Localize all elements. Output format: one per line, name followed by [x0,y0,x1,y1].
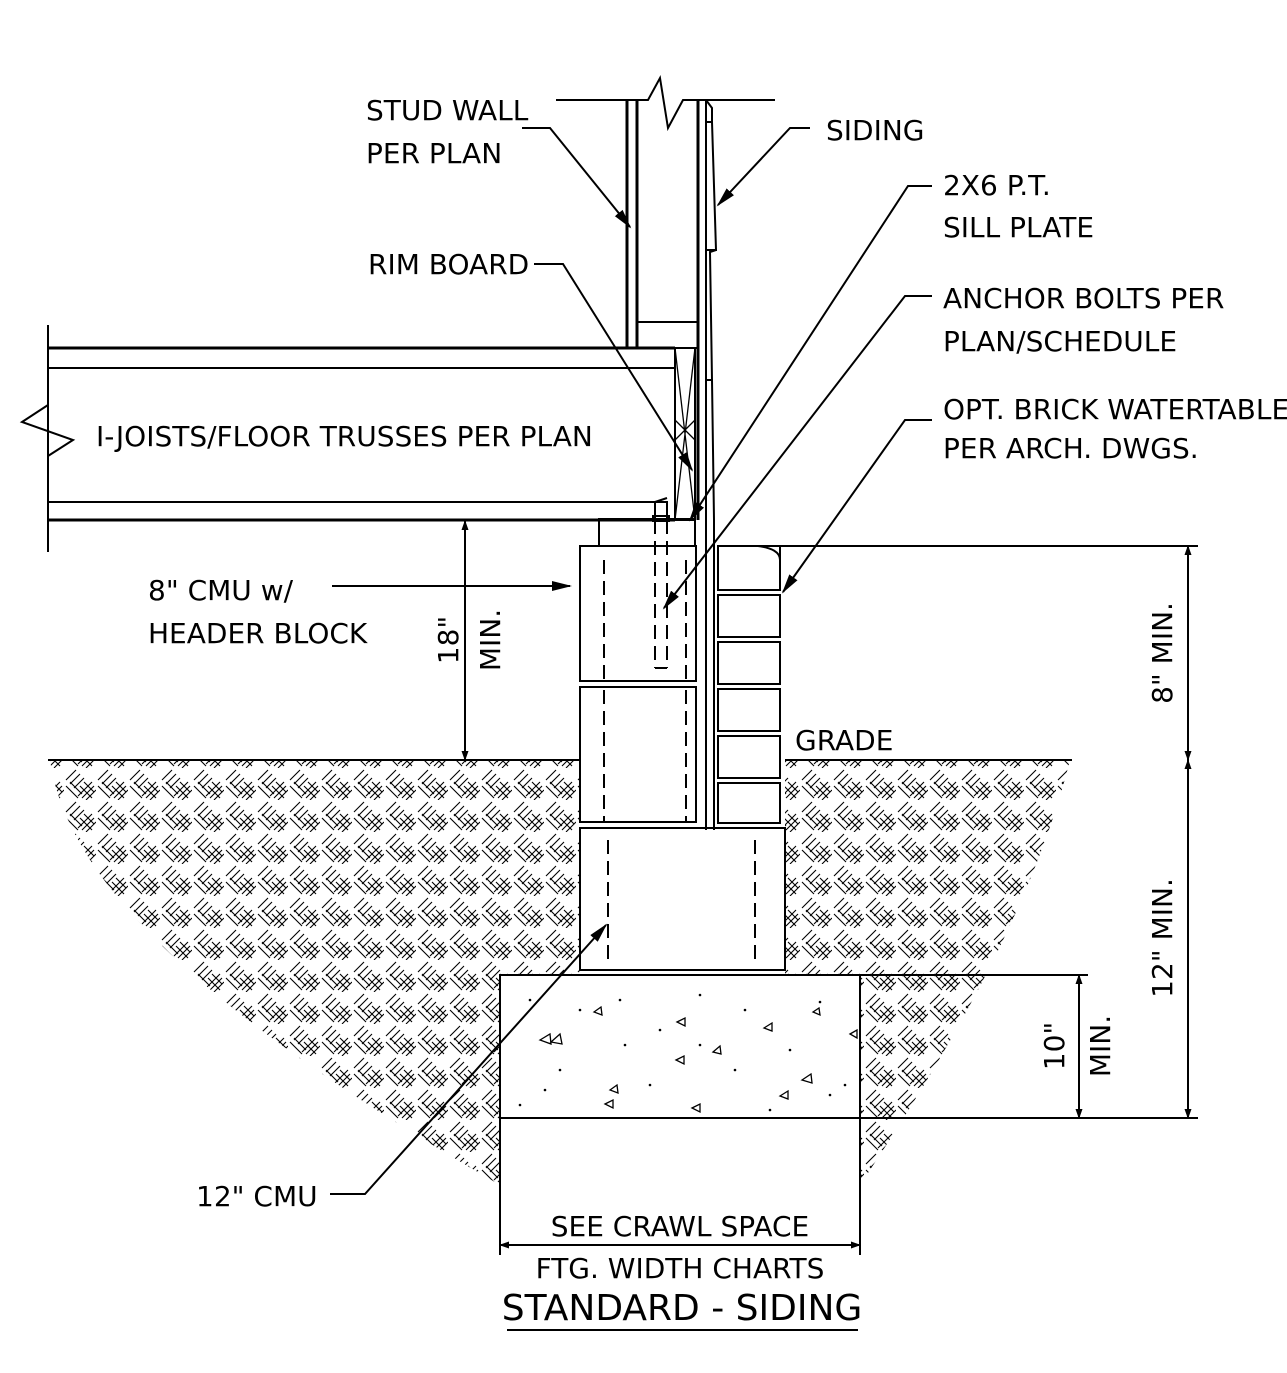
footing-width-label-line1: SEE CRAWL SPACE [551,1210,810,1243]
cmu8-label-line2: HEADER BLOCK [148,617,368,650]
dim-10-min: MIN. [1084,1015,1117,1077]
sill-plate-label-line2: SILL PLATE [943,211,1094,244]
anchor-bolts-label-line2: PLAN/SCHEDULE [943,325,1177,358]
watertable-label-line2: PER ARCH. DWGS. [943,432,1199,465]
dim-18-value: 18" [432,616,465,665]
sill-plate-label-line1: 2X6 P.T. [943,169,1051,202]
sill-plate [598,518,696,547]
anchor-bolts-label-line1: ANCHOR BOLTS PER [943,282,1224,315]
dimension-lines [461,520,1198,1255]
watertable-label-line1: OPT. BRICK WATERTABLE [943,393,1287,426]
soil-hatch [48,759,1072,1185]
concrete-footing [499,974,861,1119]
floor-joists [19,325,675,552]
joists-label: I-JOISTS/FLOOR TRUSSES PER PLAN [96,420,593,453]
siding-label: SIDING [826,114,925,147]
grade-label: GRADE [795,724,893,757]
siding [705,99,718,830]
stud-wall-label-line1: STUD WALL [366,94,529,127]
dim-8-label: 8" MIN. [1146,602,1179,704]
dim-10-value: 10" [1038,1022,1071,1071]
cmu8-label-line1: 8" CMU w/ [148,574,294,607]
dim-12-label: 12" MIN. [1146,878,1179,998]
brick-watertable [717,545,781,824]
anchor-bolt [652,497,670,669]
leader-lines [330,127,932,1195]
stud-wall-label-line2: PER PLAN [366,137,502,170]
rim-board-label: RIM BOARD [368,248,529,281]
dim-18-min: MIN. [474,609,507,671]
footing-width-label-line2: FTG. WIDTH CHARTS [536,1252,825,1285]
cmu-stack [579,545,786,971]
detail-title: STANDARD - SIDING [502,1288,863,1329]
cmu12-label: 12" CMU [196,1180,318,1213]
stud-wall [556,74,775,520]
rim-board [674,347,696,521]
